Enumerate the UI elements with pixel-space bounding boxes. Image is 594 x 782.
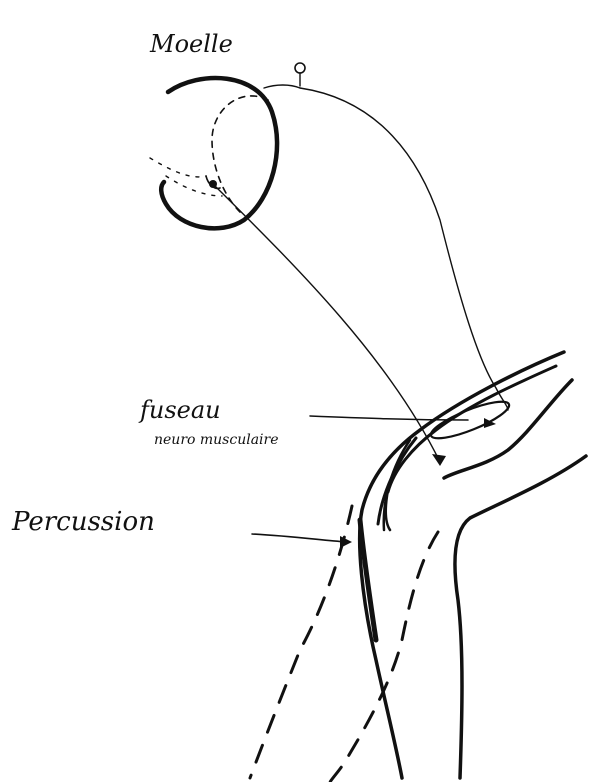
label-percussion: Percussion [11,507,155,537]
label-moelle: Moelle [149,30,233,58]
reflex-leg-dashed [250,506,438,782]
percussion-arrow [252,534,352,548]
afferent-fiber [213,184,440,462]
afferent-arrowhead [432,454,446,466]
label-fuseau-line1: fuseau [138,396,221,424]
spinal-cord [150,78,277,228]
label-fuseau: fuseau neuro musculaire [138,396,279,448]
leg-outline [360,352,586,778]
label-fuseau-line2: neuro musculaire [154,432,279,448]
ganglion-node [295,63,305,73]
